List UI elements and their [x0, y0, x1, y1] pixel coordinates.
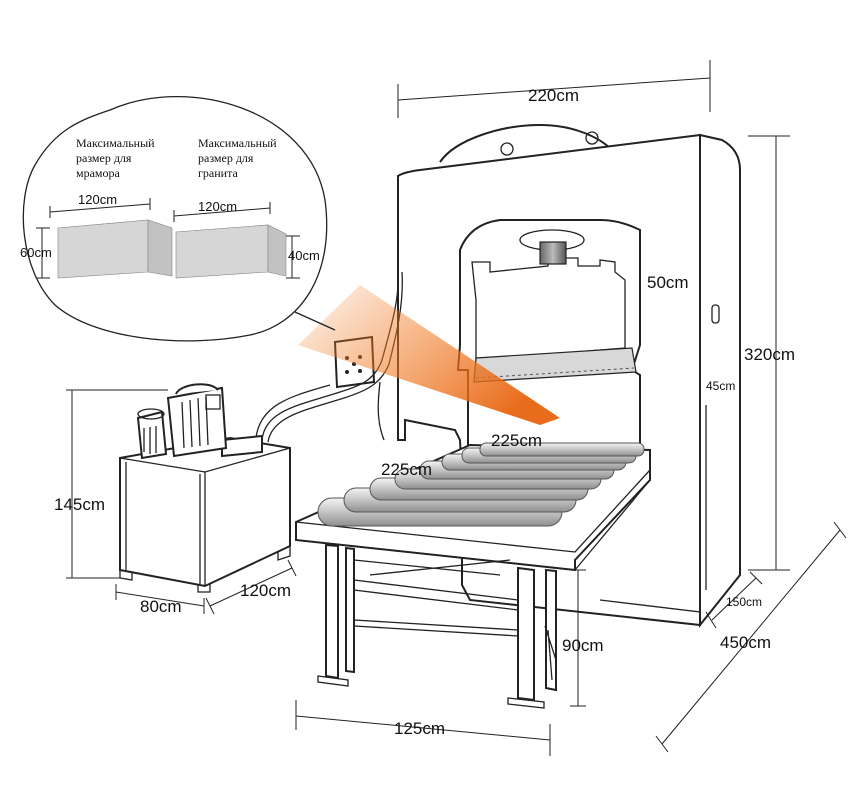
machine-width-label: 220cm [528, 86, 579, 105]
marble-width-label: 120cm [78, 192, 117, 207]
opening-width-label: 50cm [647, 273, 689, 292]
callout-bubble [22, 96, 336, 342]
granite-height-label: 40cm [288, 248, 320, 263]
roller-length-back-label: 225cm [491, 431, 542, 450]
granite-label-line1: Максимальный [198, 136, 277, 150]
machine-height-label: 320cm [744, 345, 795, 364]
pump-depth-label: 80cm [140, 597, 182, 616]
roller [479, 442, 645, 457]
marble-label-line1: Максимальный [76, 136, 155, 150]
overall-length-label: 450cm [720, 633, 771, 652]
opening-height-label: 45cm [706, 379, 735, 393]
table-width-label: 125cm [394, 719, 445, 738]
marble-label-line3: мрамора [76, 166, 121, 180]
rollers [317, 442, 645, 527]
roller-length-front-label: 225cm [381, 460, 432, 479]
highlight-beam [298, 285, 560, 425]
table-height-label: 90cm [562, 636, 604, 655]
pump-height-label: 145cm [54, 495, 105, 514]
lifting-eye-left [500, 142, 514, 156]
pump-station [119, 383, 291, 593]
granite-width-label: 120cm [198, 199, 237, 214]
dimension-lines [66, 60, 847, 756]
machine-depth-label: 150cm [726, 595, 762, 609]
marble-block [57, 219, 173, 279]
pump-width-label: 120cm [240, 581, 291, 600]
granite-label-line2: размер для [198, 151, 254, 165]
lifting-eye-right [585, 131, 599, 145]
granite-block [175, 224, 288, 279]
marble-height-label: 60cm [20, 245, 52, 260]
granite-label-line3: гранита [198, 166, 238, 180]
marble-label-line2: размер для [76, 151, 132, 165]
